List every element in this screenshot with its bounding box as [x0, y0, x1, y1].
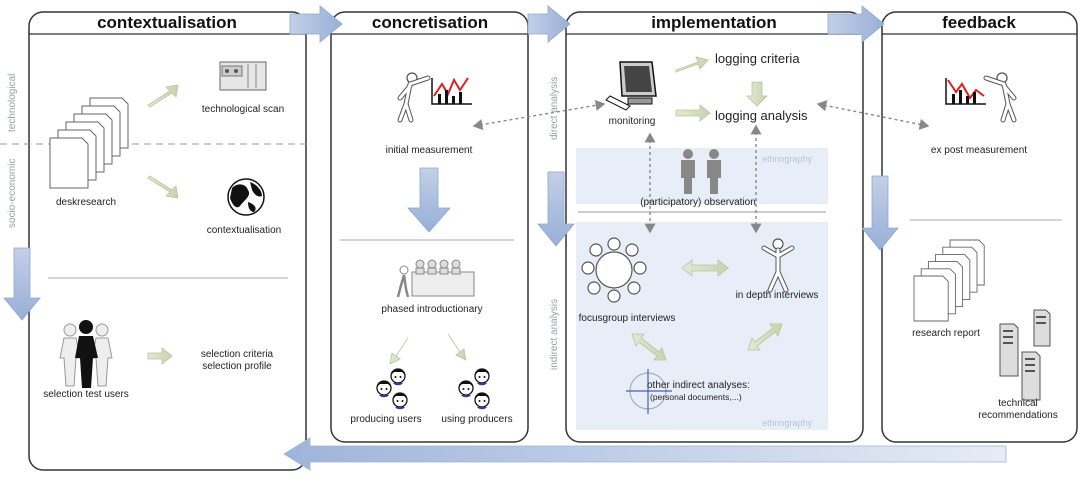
label-other-indirect-analyses: other indirect analyses: — [647, 380, 750, 391]
column-frame-feedback — [881, 11, 1078, 443]
label-selection-criteria: selection criteria — [200, 349, 274, 360]
down-arrow-feedback — [861, 175, 899, 251]
flow-arrow-3 — [827, 5, 885, 43]
label-recommendations: recommendations — [978, 410, 1058, 421]
label-deskresearch: deskresearch — [55, 197, 117, 208]
label-personal-documents: (personal documents,...) — [650, 392, 742, 402]
side-label-indirect-analysis: indirect analysis — [549, 298, 560, 370]
return-arrow — [283, 437, 1007, 471]
label-selection-profile: selection profile — [202, 361, 272, 372]
presentation-audience-icon — [396, 259, 475, 298]
person-pair-icon — [681, 149, 721, 194]
title-implementation: implementation — [651, 13, 777, 32]
label-ex-post-measurement: ex post measurement — [930, 145, 1028, 156]
label-ethnography-bottom: ethnography — [762, 418, 813, 428]
green-arrow-scan — [147, 84, 179, 108]
label-initial-measurement: initial measurement — [385, 145, 473, 156]
side-label-socio-economic: socio-economic — [7, 158, 18, 228]
people-group-icon — [59, 320, 113, 388]
crosshair-icon — [626, 369, 672, 414]
side-label-direct-analysis: direct analysis — [549, 76, 560, 140]
title-contextualisation: contextualisation — [97, 13, 237, 32]
label-using-producers: using producers — [441, 414, 513, 425]
green-arrow-context — [147, 175, 179, 199]
down-arrow-implementation — [537, 171, 575, 247]
green-arrow-criteria-down — [746, 81, 768, 107]
green-arrow-using — [447, 333, 467, 361]
flow-arrow-2 — [527, 5, 571, 43]
label-monitoring: monitoring — [608, 116, 656, 127]
line-chart-feedback-icon — [945, 78, 986, 105]
side-label-technological: technological — [7, 73, 18, 132]
label-contextualisation: contextualisation — [206, 225, 282, 236]
label-research-report: research report — [912, 328, 980, 339]
flow-arrow-1 — [289, 5, 343, 43]
green-arrow-interviews — [681, 259, 729, 277]
label-technological-scan: technological scan — [201, 104, 285, 115]
label-in-depth-interviews: in depth interviews — [735, 290, 819, 301]
globe-icon — [227, 178, 265, 216]
label-phased-introductionary: phased introductionary — [381, 304, 483, 315]
down-arrow-left — [3, 247, 41, 321]
server-icon — [219, 61, 267, 91]
title-feedback: feedback — [942, 13, 1016, 32]
label-producing-users: producing users — [350, 414, 422, 425]
green-arrow-focus-other — [631, 333, 667, 361]
label-ethnography-top: ethnography — [762, 154, 813, 164]
green-arrow-depth-other — [747, 323, 783, 351]
line-chart-icon — [431, 77, 472, 105]
label-focusgroup-interviews: focusgroup interviews — [578, 313, 676, 324]
green-arrow-analysis — [675, 104, 711, 122]
down-arrow-concretisation — [407, 167, 451, 233]
computer-monitor-icon — [605, 61, 657, 111]
label-logging-analysis: logging analysis — [715, 108, 808, 123]
title-concretisation: concretisation — [371, 13, 489, 32]
label-selection-test-users: selection test users — [43, 389, 129, 400]
label-participatory-observation: (participatory) observation — [640, 197, 756, 208]
label-logging-criteria: logging criteria — [715, 51, 800, 66]
label-technical: technical — [998, 398, 1038, 409]
green-arrow-criteria — [675, 56, 709, 73]
green-arrow-producing — [389, 337, 409, 365]
observation-panel — [576, 148, 828, 204]
server-rack-icon — [999, 309, 1051, 401]
person-standing-icon — [761, 238, 795, 293]
green-arrow-selection — [147, 347, 173, 365]
round-table-icon — [581, 237, 647, 303]
